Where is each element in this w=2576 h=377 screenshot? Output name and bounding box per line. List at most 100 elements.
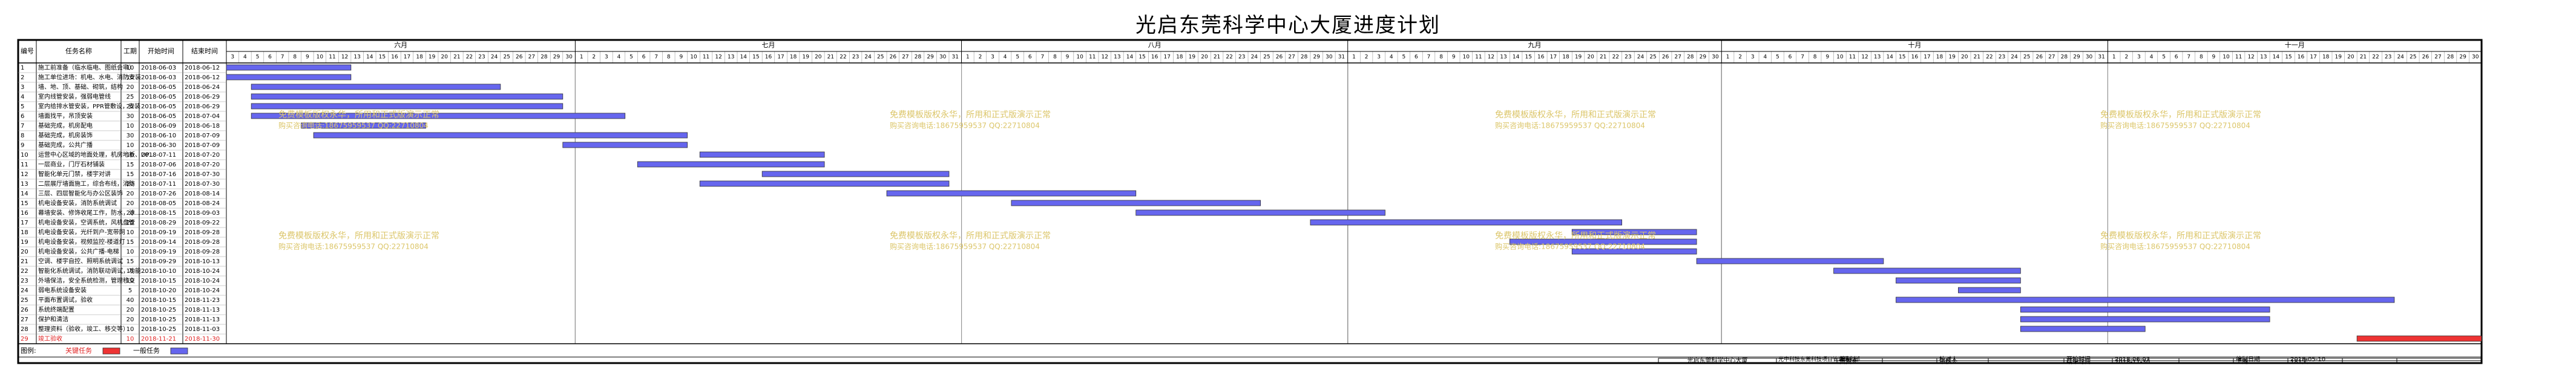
- task-name: 墙面找平，吊顶安装: [38, 112, 93, 120]
- watermark-line1: 免费模板版权永华，所用和正式版演示正常: [278, 110, 439, 120]
- task-end: 2018-09-28: [185, 239, 220, 246]
- day-tick-label: 12: [1488, 54, 1494, 61]
- task-bar: [1896, 297, 2395, 303]
- day-tick-label: 5: [256, 54, 260, 61]
- day-tick-label: 16: [2298, 54, 2305, 61]
- watermark-line2: 购买咨询电话:18675959537 QQ:22710804: [2100, 121, 2250, 130]
- day-tick-label: 2: [2124, 54, 2128, 61]
- watermark-line1: 免费模板版权永华，所用和正式版演示正常: [1495, 231, 1656, 241]
- task-name: 室内给排水管安装，PPR管敷设，安装: [38, 102, 140, 110]
- day-tick-label: 29: [553, 54, 560, 61]
- day-tick-label: 3: [231, 54, 234, 61]
- day-tick-label: 25: [1263, 54, 1270, 61]
- task-duration: 15: [126, 268, 134, 275]
- task-duration: 15: [126, 258, 134, 265]
- day-tick-label: 11: [1475, 54, 1482, 61]
- day-tick-label: 23: [1625, 54, 1631, 61]
- day-tick-label: 4: [1390, 54, 1393, 61]
- day-tick-label: 8: [293, 54, 297, 61]
- day-tick-label: 22: [1226, 54, 1232, 61]
- task-start: 2018-06-05: [141, 84, 176, 91]
- task-bar: [562, 142, 688, 148]
- task-no: 12: [21, 171, 28, 178]
- day-tick-label: 10: [1076, 54, 1083, 61]
- day-tick-label: 13: [353, 54, 360, 61]
- task-start: 2018-06-03: [141, 74, 176, 81]
- day-tick-label: 25: [2023, 54, 2030, 61]
- watermark-line1: 免费模板版权永华，所用和正式版演示正常: [2100, 231, 2261, 241]
- watermark-line2: 购买咨询电话:18675959537 QQ:22710804: [2100, 242, 2250, 251]
- day-tick-label: 6: [1414, 54, 1418, 61]
- task-name: 运营中心区域的地面处理，机房地板、UP…: [38, 151, 155, 159]
- task-start: 2018-06-03: [141, 65, 176, 71]
- task-duration: 20: [126, 307, 134, 313]
- day-tick-label: 23: [1999, 54, 2005, 61]
- day-tick-label: 9: [1066, 54, 1070, 61]
- day-tick-label: 7: [654, 54, 658, 61]
- task-end: 2018-10-13: [185, 258, 220, 265]
- task-duration: 10: [126, 278, 134, 284]
- day-tick-label: 22: [840, 54, 846, 61]
- day-tick-label: 9: [2212, 54, 2216, 61]
- task-no: 23: [21, 278, 28, 284]
- day-tick-label: 13: [1874, 54, 1881, 61]
- task-duration: 20: [126, 191, 134, 197]
- footer-compile-date-label: 编制日期: [2236, 355, 2260, 363]
- task-name: 三层、四层智能化与办公区装饰: [38, 189, 123, 197]
- task-no: 21: [21, 258, 28, 265]
- day-tick-label: 18: [790, 54, 797, 61]
- task-end: 2018-09-28: [185, 249, 220, 255]
- day-tick-label: 31: [1338, 54, 1345, 61]
- task-bar: [1896, 277, 2021, 284]
- task-duration: 10: [126, 65, 134, 71]
- day-tick-label: 26: [2036, 54, 2043, 61]
- task-start: 2018-10-25: [141, 307, 176, 313]
- day-tick-label: 20: [1961, 54, 1968, 61]
- day-tick-label: 13: [1114, 54, 1120, 61]
- day-tick-label: 29: [927, 54, 934, 61]
- day-tick-label: 1: [966, 54, 970, 61]
- task-no: 28: [21, 326, 28, 333]
- day-tick-label: 16: [1537, 54, 1545, 61]
- task-no: 3: [21, 84, 24, 91]
- day-tick-label: 28: [915, 54, 922, 61]
- footer-department: 光中科技东莞科技项目管理研究部: [1778, 356, 1860, 363]
- day-tick-label: 8: [1053, 54, 1057, 61]
- day-tick-label: 22: [2372, 54, 2379, 61]
- day-tick-label: 14: [740, 54, 748, 61]
- day-tick-label: 1: [2112, 54, 2116, 61]
- day-tick-label: 25: [1649, 54, 1656, 61]
- month-label-5: 十月: [1908, 41, 1921, 49]
- day-tick-label: 6: [642, 54, 646, 61]
- task-duration: 10: [126, 74, 134, 81]
- day-tick-label: 26: [890, 54, 897, 61]
- day-tick-label: 13: [1500, 54, 1506, 61]
- day-tick-label: 18: [2322, 54, 2330, 61]
- task-duration: 15: [126, 171, 134, 178]
- header-no: 编号: [21, 47, 34, 55]
- day-tick-label: 21: [1214, 54, 1220, 61]
- day-tick-label: 18: [1936, 54, 1944, 61]
- day-tick-label: 17: [1550, 54, 1557, 61]
- day-tick-label: 7: [2187, 54, 2190, 61]
- task-no: 26: [21, 307, 28, 313]
- day-tick-label: 25: [503, 54, 510, 61]
- critical-task-bar: [2356, 335, 2482, 342]
- day-tick-label: 17: [777, 54, 784, 61]
- day-tick-label: 27: [1288, 54, 1295, 61]
- task-start: 2018-10-20: [141, 287, 176, 294]
- task-no: 22: [21, 268, 28, 275]
- header-start: 开始时间: [148, 47, 174, 55]
- task-end: 2018-07-09: [185, 133, 220, 139]
- task-duration: 25: [126, 103, 134, 110]
- day-tick-label: 12: [2247, 54, 2254, 61]
- day-tick-label: 4: [2150, 54, 2154, 61]
- day-tick-label: 3: [991, 54, 994, 61]
- day-tick-label: 2: [592, 54, 596, 61]
- day-tick-label: 2: [1365, 54, 1368, 61]
- header-name: 任务名称: [65, 47, 92, 55]
- day-tick-label: 29: [1700, 54, 1707, 61]
- day-tick-label: 15: [2285, 54, 2292, 61]
- legend-label: 图例:: [21, 346, 36, 355]
- day-tick-label: 23: [852, 54, 859, 61]
